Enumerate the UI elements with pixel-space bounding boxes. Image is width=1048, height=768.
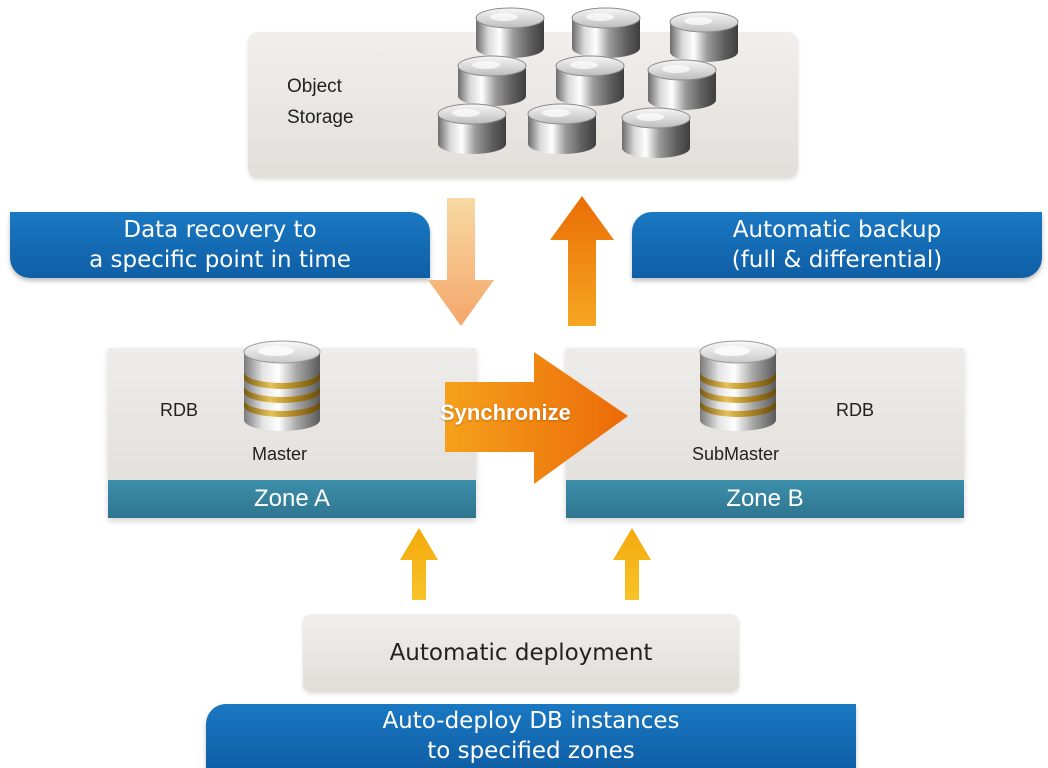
recovery-callout: Data recovery to a specific point in tim… — [10, 212, 430, 278]
zone-b-label: Zone B — [566, 480, 964, 518]
backup-callout: Automatic backup (full & differential) — [632, 212, 1042, 278]
zone-a-label: Zone A — [108, 480, 476, 518]
object-storage-label-line2: Storage — [287, 107, 354, 128]
autodeploy-callout-line2: to specified zones — [427, 738, 635, 764]
zone-b-panel: Zone B — [566, 348, 964, 518]
automatic-deployment-label: Automatic deployment — [389, 640, 653, 666]
zone-a-rdb-label: RDB — [160, 400, 199, 420]
submaster-db-caption: SubMaster — [692, 444, 780, 464]
recovery-callout-line1: Data recovery to — [123, 217, 317, 243]
zone-a-panel: Zone A — [108, 348, 476, 518]
master-db-caption: Master — [252, 444, 308, 464]
object-storage-label-line1: Object — [287, 76, 342, 97]
object-storage-label: Object Storage — [287, 71, 354, 133]
autodeploy-callout-line1: Auto-deploy DB instances — [382, 708, 680, 734]
autodeploy-callout: Auto-deploy DB instances to specified zo… — [206, 704, 856, 768]
backup-callout-line1: Automatic backup — [732, 217, 942, 243]
synchronize-label: Synchronize — [440, 400, 571, 425]
deploy-arrow-zone-b — [613, 528, 651, 600]
backup-callout-line2: (full & differential) — [731, 247, 943, 273]
recovery-callout-line2: a specific point in time — [89, 247, 351, 273]
deploy-arrow-zone-a — [400, 528, 438, 600]
zone-b-rdb-label: RDB — [836, 400, 875, 420]
automatic-deployment-box: Automatic deployment — [303, 614, 739, 692]
